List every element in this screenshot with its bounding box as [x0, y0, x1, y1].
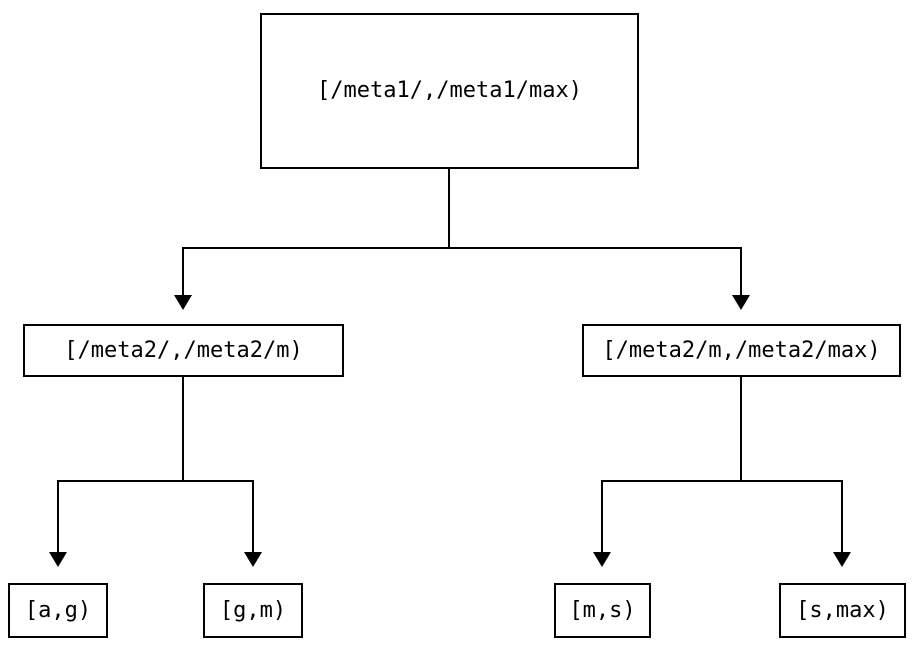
leaf-node-a-g: [a,g)	[8, 583, 108, 638]
left-child-range-node: [/meta2/,/meta2/m)	[23, 324, 344, 377]
connector-left-child-stem	[182, 377, 184, 482]
connector-left-subtree-crossbar	[57, 480, 254, 482]
connector-to-leaf-g-m	[252, 480, 254, 552]
right-child-range-node: [/meta2/m,/meta2/max)	[582, 324, 901, 377]
connector-to-leaf-s-max	[841, 480, 843, 552]
connector-root-stem	[448, 169, 450, 249]
arrowhead-down-leaf-m-s-icon	[593, 552, 611, 567]
arrowhead-down-leaf-a-g-icon	[49, 552, 67, 567]
connector-to-leaf-m-s	[601, 480, 603, 552]
connector-level1-crossbar	[182, 247, 742, 249]
leaf-node-s-max: [s,max)	[779, 583, 906, 638]
arrowhead-down-leaf-g-m-icon	[244, 552, 262, 567]
connector-right-subtree-crossbar	[601, 480, 843, 482]
connector-right-child-stem	[740, 377, 742, 482]
connector-root-to-left-child	[182, 247, 184, 295]
arrowhead-down-leaf-s-max-icon	[833, 552, 851, 567]
leaf-node-m-s: [m,s)	[554, 583, 651, 638]
arrowhead-down-right-child-icon	[732, 295, 750, 310]
connector-root-to-right-child	[740, 247, 742, 295]
leaf-node-g-m: [g,m)	[203, 583, 303, 638]
root-range-node: [/meta1/,/meta1/max)	[260, 13, 639, 169]
connector-to-leaf-a-g	[57, 480, 59, 552]
arrowhead-down-left-child-icon	[174, 295, 192, 310]
